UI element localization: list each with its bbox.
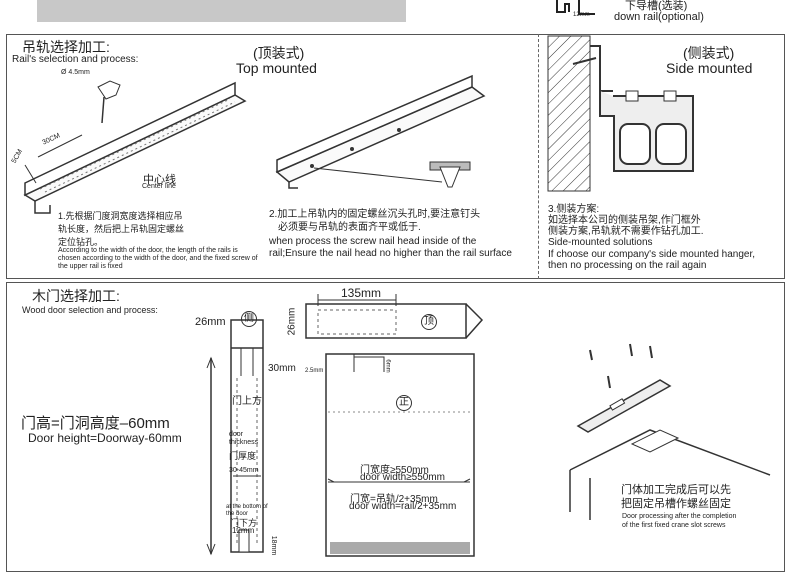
width-cn: 门宽度≥550mm xyxy=(360,465,429,476)
thickness-en: door thickness xyxy=(229,431,259,447)
done-en-1: Door processing after the completion xyxy=(622,513,737,520)
note3-en-2: then no processing on the rail again xyxy=(548,260,707,271)
note2-cn-2: 必须要与吊轨的表面齐平或低于. xyxy=(278,222,421,233)
rail-dim-phi: Ø 4.5mm xyxy=(61,69,90,76)
note3-cn-2: 如选择本公司的侧装吊架,作门框外 xyxy=(548,215,701,226)
side-mounted-en: Side mounted xyxy=(666,60,753,76)
dim-30mm: 30mm xyxy=(268,363,296,374)
dim-18mm: 18mm xyxy=(270,535,278,556)
rail-drawing xyxy=(23,80,247,214)
formula-en: door width=rail/2+35mm xyxy=(349,501,457,512)
dim-2-5mm: 2.5mm xyxy=(305,368,324,374)
dim-30-45mm: 30-45mm xyxy=(229,467,259,474)
top-mounted-en: Top mounted xyxy=(236,60,317,76)
bottom-en: at the bottom of the door xyxy=(226,504,268,517)
note3-en-1: If choose our company's side mounted han… xyxy=(548,249,756,260)
note1-cn-3: 定位钻孔。 xyxy=(58,237,104,247)
done-en-2: of the first fixed crane slot screws xyxy=(622,522,726,529)
note2-en: when process the screw nail head inside … xyxy=(269,236,512,259)
thickness-cn: 门厚度 xyxy=(229,451,257,461)
door-height-en: Door height=Doorway-60mm xyxy=(28,431,182,445)
down-rail-label-cn: 下导槽(选装) xyxy=(625,0,688,12)
note3-cn-1: 3.侧装方案: xyxy=(548,204,600,215)
side-mark: 侧 xyxy=(241,311,257,327)
note1-en: According to the width of the door, the … xyxy=(58,247,258,271)
dim-12mm: 12mm xyxy=(232,526,255,535)
bottom-cn: 门下方 xyxy=(230,518,258,528)
done-cn-1: 门体加工完成后可以先 xyxy=(621,484,731,496)
door-front-view xyxy=(325,353,475,557)
side-mounted-cn: (侧装式) xyxy=(683,45,735,61)
note3-cn-3: 侧装方案,吊轨就不需要作钻孔加工. xyxy=(548,226,704,237)
note1-cn-2: 轨长度，然后把上吊轨固定螺丝 xyxy=(58,224,185,234)
door-top-view xyxy=(305,294,484,339)
center-line-cn: 中心线 xyxy=(143,174,176,186)
down-rail-dim: 12mm xyxy=(573,12,590,18)
note2-cn-1: 2.加工上吊轨内的固定螺丝沉头孔时,要注意钉头 xyxy=(269,209,481,220)
dim-26mm-v: 26mm xyxy=(286,307,298,336)
front-mark: 正 xyxy=(396,395,412,411)
width-en: door width≥550mm xyxy=(360,472,445,483)
dim-6mm: 6mm xyxy=(384,359,391,373)
door-title-en: Wood door selection and process: xyxy=(22,305,158,315)
center-line-en: Center line xyxy=(142,183,176,190)
note1-cn-1: 1.先根据门度洞宽度选择相应吊 xyxy=(58,211,183,221)
door-top-cn: 门上方 xyxy=(232,396,262,407)
door-height-cn: 门高=门洞高度–60mm xyxy=(21,415,170,432)
done-cn-2: 把固定吊槽作螺丝固定 xyxy=(621,498,731,510)
note3-en-title: Side-mounted solutions xyxy=(548,237,653,248)
slot-and-screws-drawing xyxy=(569,343,771,520)
formula-cn: 门宽=吊轨/2+35mm xyxy=(350,494,438,505)
rail-title-en: Rail's selection and process: xyxy=(12,54,139,65)
door-title-cn: 木门选择加工: xyxy=(32,288,120,304)
rail-section-divider xyxy=(538,34,539,279)
top-mark: 顶 xyxy=(421,314,437,330)
dim-26mm: 26mm xyxy=(195,316,226,328)
door-section-panel xyxy=(6,282,785,572)
top-mounted-cn: (顶装式) xyxy=(253,45,305,61)
down-rail-label-en: down rail(optional) xyxy=(614,11,704,23)
rail-title-cn: 吊轨选择加工: xyxy=(22,39,110,55)
top-mounted-rail-drawing xyxy=(275,74,486,189)
side-mounted-drawing xyxy=(547,35,694,192)
top-gray-bar xyxy=(37,0,406,22)
rail-section-panel xyxy=(6,34,785,279)
dim-135mm: 135mm xyxy=(341,286,382,300)
down-rail-drawing xyxy=(556,0,595,15)
